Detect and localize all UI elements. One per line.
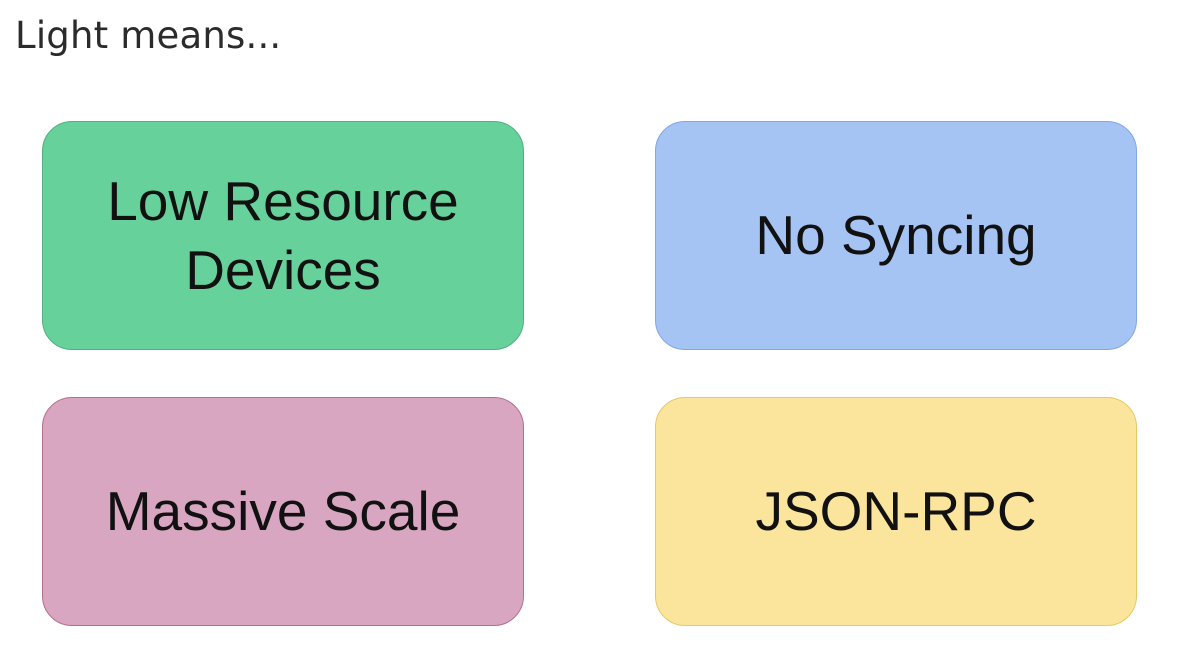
box-label: Low Resource Devices [107, 169, 459, 301]
box-low-resource-devices: Low Resource Devices [42, 121, 524, 350]
box-massive-scale: Massive Scale [42, 397, 524, 626]
slide-title: Light means... [15, 14, 282, 57]
box-label: No Syncing [755, 204, 1037, 267]
box-json-rpc: JSON-RPC [655, 397, 1137, 626]
box-label: Massive Scale [105, 480, 461, 543]
box-label: JSON-RPC [755, 480, 1037, 543]
box-no-syncing: No Syncing [655, 121, 1137, 350]
